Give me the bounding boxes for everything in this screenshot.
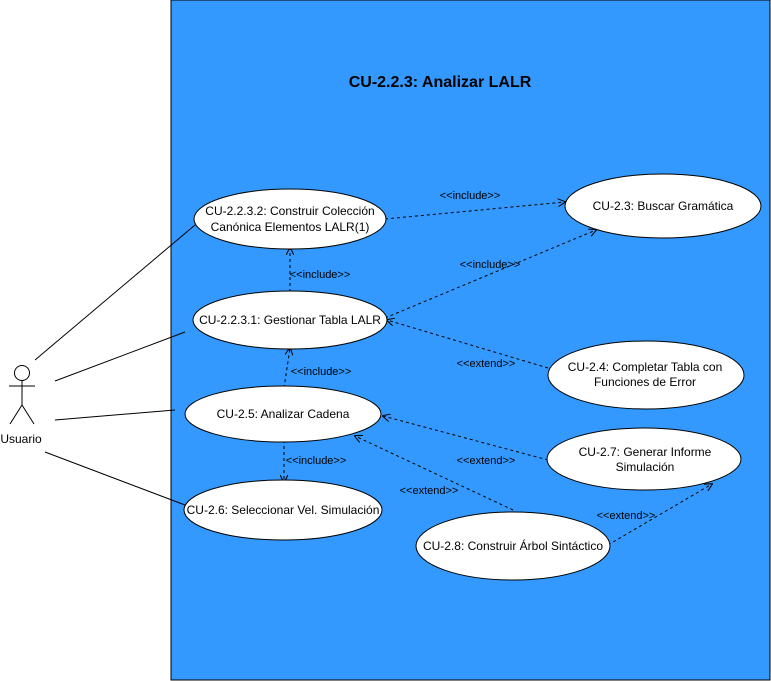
actor-left-leg (9, 404, 23, 425)
use-case-label: CU-2.2.3.1: Gestionar Tabla LALR (199, 313, 381, 327)
include-2231-to-23[interactable] (384, 230, 596, 319)
relation-label-extend: <<extend>> (597, 510, 656, 522)
use-case-label: CU-2.4: Completar Tabla con (568, 360, 723, 374)
relation-label-extend: <<extend>> (457, 455, 516, 467)
relation-label-extend: <<extend>> (457, 358, 516, 370)
use-case-label: CU-2.3: Buscar Gramática (593, 199, 734, 213)
relation-label-include: <<include>> (290, 269, 351, 281)
extend-28-to-27[interactable] (607, 484, 712, 546)
extend-24-to-2231[interactable] (387, 320, 549, 369)
extend-28-to-25[interactable] (355, 436, 514, 511)
include-25-to-2231[interactable] (283, 348, 290, 389)
use-case-label: CU-2.7: Generar Informe (579, 445, 712, 459)
use-case-label: CU-2.5: Analizar Cadena (217, 407, 350, 421)
use-case-uc-28[interactable] (415, 511, 611, 581)
include-2232-to-23[interactable] (384, 202, 565, 220)
use-case-label: Canónica Elementos LALR(1) (211, 220, 370, 234)
association-uc-25[interactable] (54, 409, 176, 421)
actor-head (14, 365, 30, 381)
relation-label-extend: <<extend>> (400, 485, 459, 497)
use-case-label: Funciones de Error (594, 375, 696, 389)
relation-label-include: <<include>> (440, 190, 501, 202)
association-uc-2231[interactable] (54, 331, 186, 382)
use-case-label: CU-2.6: Seleccionar Vel. Simulación (187, 503, 380, 517)
actor-usuario[interactable] (9, 365, 35, 425)
association-uc-26[interactable] (44, 451, 186, 506)
use-case-label: CU-2.8: Construir Árbol Sintáctico (423, 538, 603, 553)
system-title: CU-2.2.3: Analizar LALR (349, 74, 532, 91)
extend-27-to-25[interactable] (383, 416, 549, 461)
use-case-uc-23[interactable] (564, 173, 762, 239)
use-case-uc-2231[interactable] (192, 290, 388, 350)
use-case-uc-27[interactable] (546, 427, 742, 491)
actor-label: Usuario (0, 432, 42, 446)
use-case-uc-25[interactable] (184, 385, 382, 443)
use-case-label: Simulación (616, 460, 675, 474)
use-case-uc-26[interactable] (183, 479, 383, 541)
relation-label-include: <<include>> (460, 259, 521, 271)
relation-label-include: <<include>> (291, 366, 352, 378)
use-case-label: CU-2.2.3.2: Construir Colección (205, 204, 374, 218)
use-case-uc-24[interactable] (547, 340, 745, 410)
association-uc-2232[interactable] (34, 224, 196, 361)
relation-label-include: <<include>> (286, 455, 347, 467)
actor-right-leg (21, 404, 35, 425)
use-case-uc-2232[interactable] (193, 188, 387, 250)
